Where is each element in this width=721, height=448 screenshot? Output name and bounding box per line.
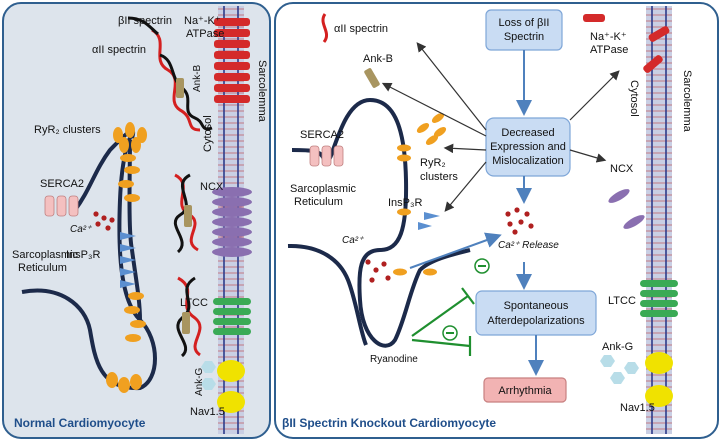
loss-label-2: Spectrin xyxy=(504,31,544,43)
right-sr-label-1: Sarcoplasmic xyxy=(290,183,357,195)
left-cytosol-label: Cytosol xyxy=(202,115,214,152)
left-panel-title: Normal Cardiomyocyte xyxy=(14,416,146,430)
right-ncx-label: NCX xyxy=(610,163,634,175)
right-ryr-label-2: clusters xyxy=(420,171,458,183)
right-ryr-label-1: RyR₂ xyxy=(420,157,446,169)
right-nak-label-1: Na⁺-K⁺ xyxy=(590,31,627,43)
ca-release-label: Ca²⁺ Release xyxy=(498,240,559,251)
left-ankb-label: Ank-B xyxy=(192,64,203,92)
left-nak-label-2: ATPase xyxy=(186,28,224,40)
right-alpha-spectrin-fragment xyxy=(321,13,329,43)
right-ltcc xyxy=(640,280,678,317)
right-flow-arrows xyxy=(409,50,544,376)
afterdepolarizations-box xyxy=(475,290,597,336)
right-nak-label-2: ATPase xyxy=(590,44,628,56)
left-beta-spectrin-label: βII spectrin xyxy=(118,15,172,27)
left-alpha-spectrin-label: αII spectrin xyxy=(92,44,146,56)
right-calcium-dots xyxy=(365,207,534,283)
right-nav15 xyxy=(645,352,673,407)
left-sr-label-1: Sarcoplasmic xyxy=(12,249,79,261)
inhibit-symbols xyxy=(442,258,490,341)
decreased-label-1: Decreased xyxy=(501,127,554,139)
left-serca-label: SERCA2 xyxy=(40,178,84,190)
right-ankg-label: Ank-G xyxy=(602,341,633,353)
left-ltcc-label: LTCC xyxy=(180,297,208,309)
left-ncx xyxy=(212,187,252,257)
right-sarcolemma-label: Sarcolemma xyxy=(681,70,693,133)
sad-label-2: Afterdepolarizations xyxy=(487,315,585,327)
left-serca2 xyxy=(44,195,79,217)
left-ryr-label: RyR₂ clusters xyxy=(34,124,101,136)
right-cytosol-label: Cytosol xyxy=(628,80,640,117)
left-sarcolemma-label: Sarcolemma xyxy=(256,60,268,123)
loss-label-1: Loss of βII xyxy=(499,17,550,29)
left-spectrin-top xyxy=(127,16,213,132)
decreased-label-3: Mislocalization xyxy=(492,155,564,167)
left-panel-frame xyxy=(2,2,271,439)
right-sr-label-2: Reticulum xyxy=(294,196,343,208)
loss-of-spectrin-box xyxy=(485,9,563,51)
left-nav-label: Nav1.5 xyxy=(190,406,225,418)
ryanodine-inhibition xyxy=(411,287,475,356)
left-nak-label-1: Na⁺-K⁺ xyxy=(184,15,221,27)
left-ankb xyxy=(176,78,192,334)
right-panel-title: βII Spectrin Knockout Cardiomyocyte xyxy=(282,416,496,430)
left-ankg xyxy=(201,361,216,390)
right-ca-label: Ca²⁺ xyxy=(342,235,364,246)
left-ltcc xyxy=(213,298,251,335)
right-ltcc-label: LTCC xyxy=(608,295,636,307)
arrhythmia-label: Arrhythmia xyxy=(498,385,552,397)
left-ncx-label: NCX xyxy=(200,181,224,193)
left-insp3r-label: InsP₃R xyxy=(66,249,100,261)
right-insp3r-label: InsP₃R xyxy=(388,197,422,209)
right-serca2 xyxy=(309,145,344,167)
left-sr-label-2: Reticulum xyxy=(18,262,67,274)
right-alpha-spectrin-label: αII spectrin xyxy=(334,23,388,35)
left-calcium-dots xyxy=(93,211,115,231)
right-panel-frame xyxy=(274,2,719,439)
left-nav15 xyxy=(217,360,245,413)
right-ncx xyxy=(608,189,645,229)
left-nak-atpase xyxy=(214,18,250,103)
left-ca-label: Ca²⁺ xyxy=(70,224,92,235)
decreased-label-2: Expression and xyxy=(490,141,566,153)
right-ankg xyxy=(600,355,639,384)
right-nav-label: Nav1.5 xyxy=(620,402,655,414)
right-sr-membrane-lower xyxy=(287,243,368,346)
arrhythmia-box xyxy=(483,377,567,403)
ryanodine-label: Ryanodine xyxy=(370,354,418,365)
right-ankb-fragment xyxy=(364,68,380,88)
left-ankg-label: Ank-G xyxy=(194,367,205,396)
right-ryr2 xyxy=(393,113,447,276)
sad-label-1: Spontaneous xyxy=(504,300,569,312)
right-insp3r xyxy=(418,212,440,230)
left-ryr2 xyxy=(106,122,147,393)
right-ankb-label: Ank-B xyxy=(363,53,393,65)
right-serca-label: SERCA2 xyxy=(300,129,344,141)
decreased-expression-box xyxy=(485,117,571,177)
left-insp3r xyxy=(120,232,136,288)
right-nak-atpase xyxy=(583,14,670,73)
right-mislocalization-arrows xyxy=(381,42,620,212)
